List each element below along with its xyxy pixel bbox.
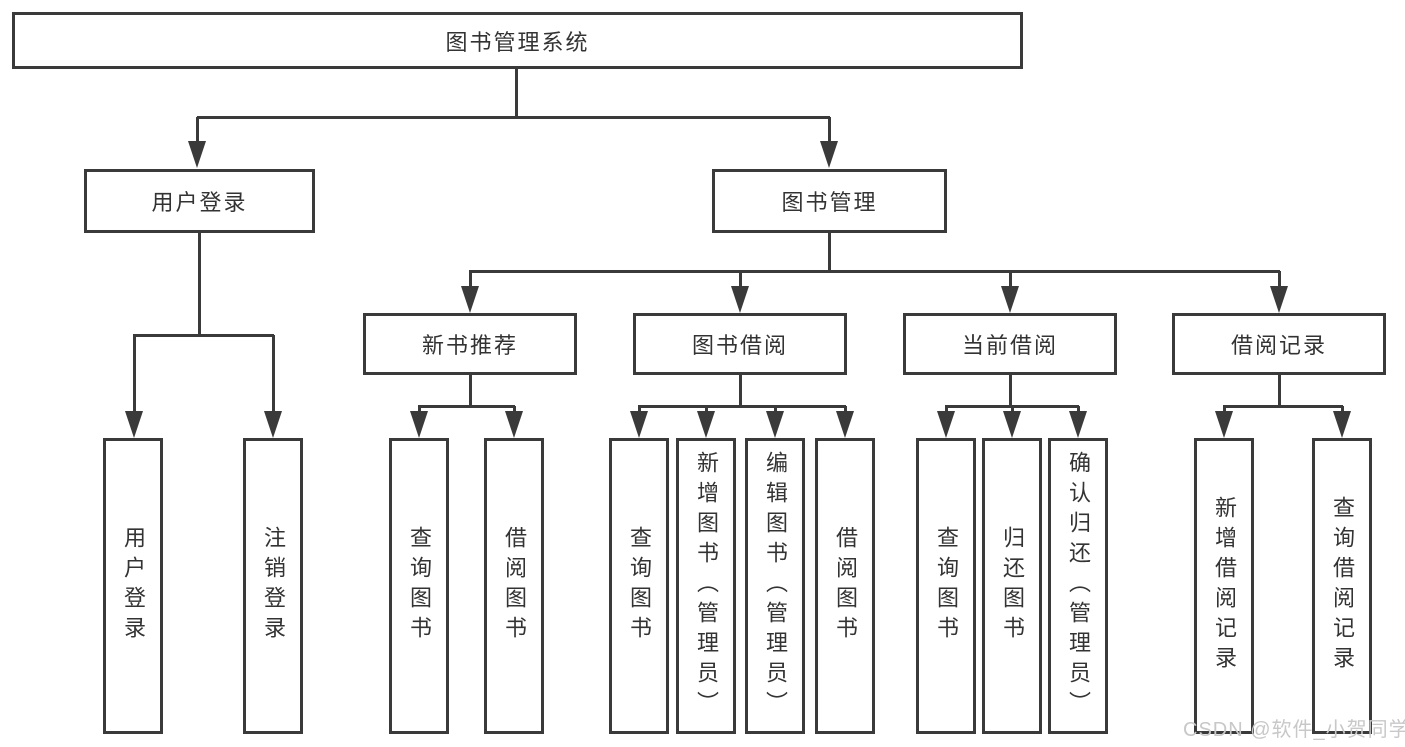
node-label: 新增借阅记录 <box>1212 496 1237 676</box>
leaf-query-books: 查询图书 <box>389 438 449 734</box>
arrow-down-icon <box>188 141 206 168</box>
connector-hline <box>197 115 830 119</box>
arrow-down-icon <box>1215 411 1233 438</box>
node-user-login: 用户登录 <box>84 169 315 233</box>
connector-hline <box>638 404 846 408</box>
connector-hline <box>133 333 274 337</box>
node-label: 图书管理系统 <box>445 29 590 55</box>
connector-vline <box>1008 271 1012 294</box>
connector-vline <box>738 375 742 408</box>
node-label: 借阅图书 <box>833 526 858 646</box>
node-label: 用户登录 <box>151 190 248 215</box>
leaf-add-borrow-record: 新增借阅记录 <box>1194 438 1254 734</box>
connector-vline <box>1277 271 1281 294</box>
arrow-down-icon <box>937 411 955 438</box>
arrow-down-icon <box>461 286 479 313</box>
arrow-down-icon <box>731 286 749 313</box>
arrow-down-icon <box>1001 286 1019 313</box>
connector-vline <box>514 68 518 119</box>
leaf-add-books-admin: 新增图书（管理员） <box>676 438 736 734</box>
leaf-query-books: 查询图书 <box>916 438 976 734</box>
leaf-query-borrow-record: 查询借阅记录 <box>1312 438 1372 734</box>
node-label: 归还图书 <box>1000 526 1025 646</box>
connector-vline <box>827 117 831 148</box>
connector-vline <box>468 271 472 294</box>
connector-hline <box>1223 404 1343 408</box>
arrow-down-icon <box>836 411 854 438</box>
node-label: 确认归还（管理员） <box>1066 451 1091 721</box>
node-label: 查询图书 <box>407 526 432 646</box>
connector-vline <box>132 335 136 418</box>
node-label: 新增图书（管理员） <box>694 451 719 721</box>
watermark-text: CSDN @软件_小贺同学 <box>1183 719 1405 741</box>
node-label: 查询图书 <box>934 526 959 646</box>
leaf-borrow-books: 借阅图书 <box>484 438 544 734</box>
arrow-down-icon <box>125 411 143 438</box>
node-label: 图书借阅 <box>691 333 788 358</box>
arrow-down-icon <box>630 411 648 438</box>
node-label: 借阅图书 <box>502 526 527 646</box>
connector-vline <box>195 117 199 148</box>
arrow-down-icon <box>820 141 838 168</box>
connector-vline <box>1277 375 1281 408</box>
node-book-borrowing: 图书借阅 <box>633 313 847 375</box>
leaf-return-books: 归还图书 <box>982 438 1042 734</box>
node-label: 注销登录 <box>261 526 286 646</box>
arrow-down-icon <box>766 411 784 438</box>
leaf-user-login: 用户登录 <box>103 438 163 734</box>
arrow-down-icon <box>1003 411 1021 438</box>
leaf-borrow-books: 借阅图书 <box>815 438 875 734</box>
connector-vline <box>468 375 472 408</box>
node-label: 新书推荐 <box>421 333 518 358</box>
node-label: 图书管理 <box>781 190 878 215</box>
leaf-query-books: 查询图书 <box>609 438 669 734</box>
leaf-logout: 注销登录 <box>243 438 303 734</box>
arrow-down-icon <box>697 411 715 438</box>
node-borrowing-records: 借阅记录 <box>1172 313 1386 375</box>
arrow-down-icon <box>505 411 523 438</box>
connector-vline <box>738 271 742 294</box>
leaf-edit-books-admin: 编辑图书（管理员） <box>745 438 805 734</box>
arrow-down-icon <box>1333 411 1351 438</box>
node-label: 用户登录 <box>121 526 146 646</box>
connector-hline <box>469 269 1280 273</box>
connector-vline <box>271 335 275 418</box>
node-label: 当前借阅 <box>961 333 1058 358</box>
connector-hline <box>945 404 1079 408</box>
node-current-borrowing: 当前借阅 <box>903 313 1117 375</box>
node-book-management: 图书管理 <box>712 169 947 233</box>
connector-hline <box>418 404 515 408</box>
node-label: 借阅记录 <box>1230 333 1327 358</box>
node-label: 查询图书 <box>627 526 652 646</box>
connector-vline <box>197 233 201 337</box>
leaf-confirm-return-admin: 确认归还（管理员） <box>1048 438 1108 734</box>
connector-vline <box>827 233 831 273</box>
connector-vline <box>1008 375 1012 408</box>
node-label: 查询借阅记录 <box>1330 496 1355 676</box>
node-label: 编辑图书（管理员） <box>763 451 788 721</box>
arrow-down-icon <box>410 411 428 438</box>
node-new-book-recommendation: 新书推荐 <box>363 313 577 375</box>
arrow-down-icon <box>264 411 282 438</box>
arrow-down-icon <box>1270 286 1288 313</box>
node-library-system: 图书管理系统 <box>12 12 1023 69</box>
arrow-down-icon <box>1069 411 1087 438</box>
